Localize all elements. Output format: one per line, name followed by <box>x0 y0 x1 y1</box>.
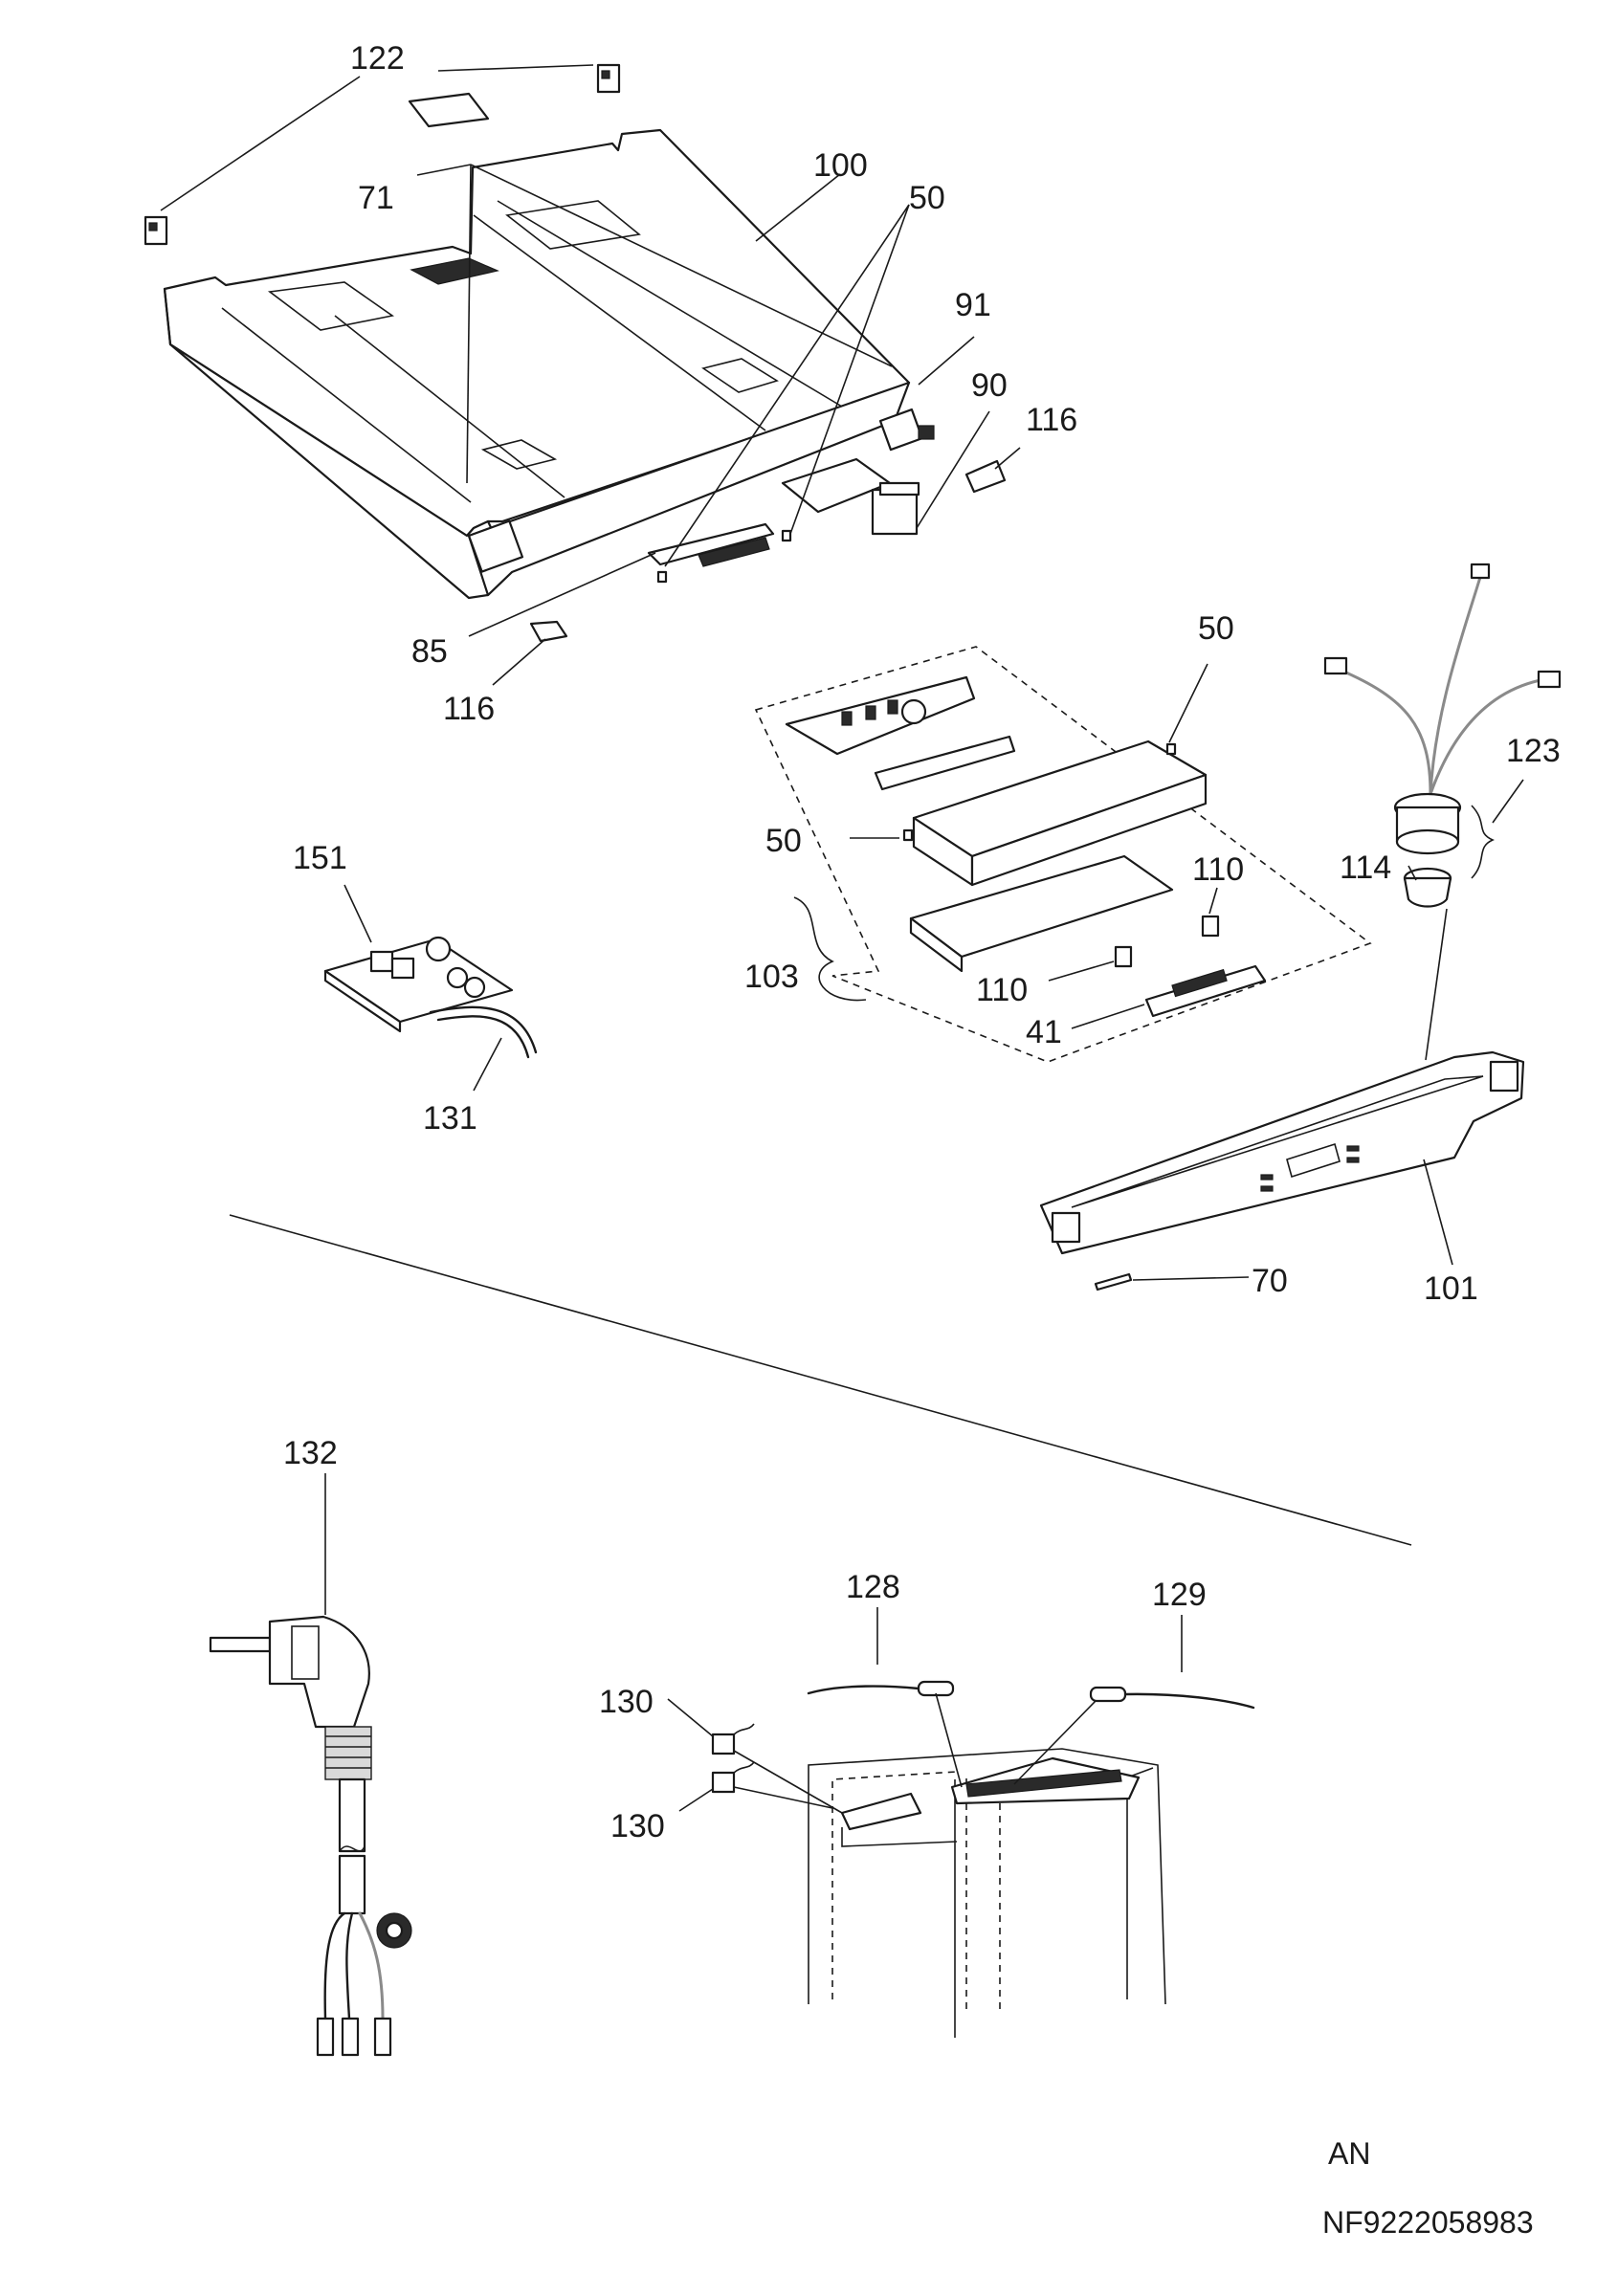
callout-130: 130 <box>610 1808 665 1844</box>
callout-70: 70 <box>1252 1263 1288 1299</box>
button-110-a <box>1201 915 1220 938</box>
sensor-128 <box>807 1680 955 1697</box>
power-board-151 <box>323 936 538 1059</box>
callout-116: 116 <box>443 691 495 727</box>
brace-123 <box>1471 805 1495 879</box>
control-board <box>785 675 976 756</box>
callout-41: 41 <box>1026 1014 1062 1050</box>
callout-50: 50 <box>1198 610 1234 647</box>
clip-130 <box>711 1723 755 1794</box>
leader-lines <box>160 64 1524 1814</box>
variant-code: AN <box>1328 2136 1370 2171</box>
callout-131: 131 <box>423 1100 477 1137</box>
callout-116: 116 <box>1026 402 1077 438</box>
callout-132: 132 <box>283 1435 338 1471</box>
housing-upper <box>912 740 1208 887</box>
callout-114: 114 <box>1340 850 1391 886</box>
callout-100: 100 <box>813 147 868 184</box>
button-110-b <box>1114 945 1133 968</box>
stud-50-a <box>1165 742 1177 756</box>
power-cord-132 <box>209 1615 412 2057</box>
clip-122 <box>144 63 621 246</box>
board-85 <box>647 522 792 584</box>
callout-50: 50 <box>909 180 945 216</box>
callout-151: 151 <box>293 840 347 876</box>
callout-130: 130 <box>599 1684 654 1720</box>
callout-labels: 122 71 100 50 91 90 116 85 116 50 123 50… <box>283 40 1561 1844</box>
drawing-code: NF9222058983 <box>1322 2205 1534 2240</box>
callout-128: 128 <box>846 1569 900 1605</box>
wiring-harness-123 <box>1323 563 1562 796</box>
callout-110: 110 <box>1192 851 1244 888</box>
front-panel-101 <box>1039 1050 1525 1255</box>
cabinet-interior <box>808 1748 1166 2038</box>
callout-85: 85 <box>411 633 448 670</box>
strip-70 <box>1094 1272 1133 1292</box>
callout-71: 71 <box>358 180 394 216</box>
lamp-114 <box>1403 867 1452 908</box>
stud-50-b <box>902 828 914 842</box>
module-group-boundary <box>754 646 1372 1063</box>
callout-101: 101 <box>1424 1270 1478 1307</box>
section-divider <box>229 1214 1412 1546</box>
callout-110: 110 <box>976 972 1028 1008</box>
callout-103: 103 <box>744 959 799 995</box>
callout-90: 90 <box>971 367 1008 404</box>
transformer-90 <box>781 457 920 536</box>
callout-50: 50 <box>765 823 802 859</box>
callout-122: 122 <box>350 40 405 77</box>
button-panel-41 <box>1144 964 1267 1018</box>
callout-129: 129 <box>1152 1577 1207 1613</box>
brace-103 <box>793 896 867 1002</box>
display-board <box>874 735 1016 791</box>
lamp-holder <box>1393 792 1462 855</box>
callout-91: 91 <box>955 287 991 323</box>
housing-lower <box>909 854 1174 973</box>
sensor-129 <box>1089 1686 1255 1710</box>
callout-123: 123 <box>1506 733 1561 769</box>
flap-71 <box>408 92 490 128</box>
top-cover-100 <box>163 128 935 600</box>
